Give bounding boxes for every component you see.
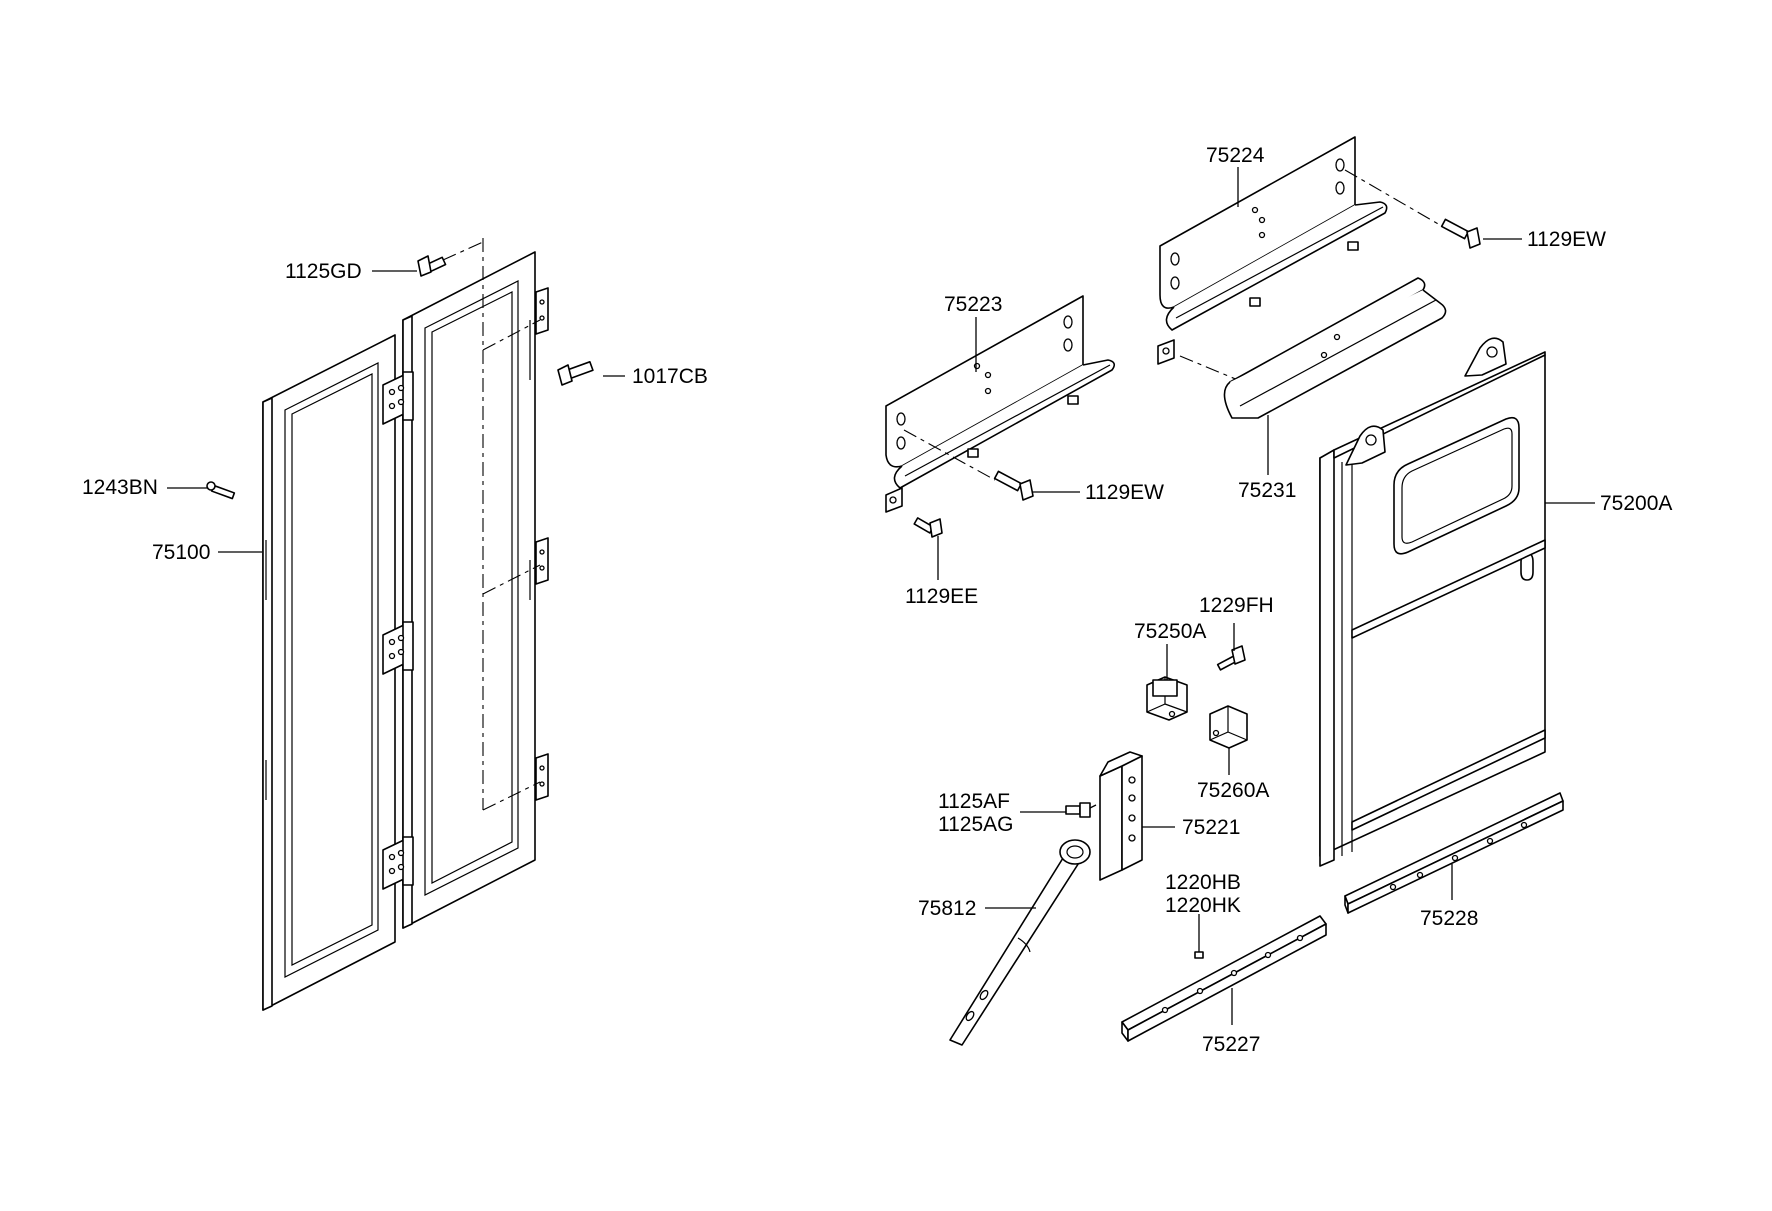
label-1125ag: 1125AG [938, 813, 1014, 836]
pin-1220hb-icon [1194, 942, 1204, 959]
hinge-top [382, 371, 414, 425]
stopper-75250a [1146, 676, 1188, 721]
sliding-door-75200a [1319, 337, 1546, 867]
label-1129ee: 1129EE [905, 585, 978, 608]
label-1125af: 1125AF [938, 790, 1010, 813]
pin-1243bn-icon [206, 481, 236, 500]
rail-75231 [1223, 277, 1447, 419]
label-75221: 75221 [1182, 816, 1240, 839]
door-panel-right [402, 251, 536, 929]
label-75250a: 75250A [1134, 620, 1206, 643]
door-edge-brackets [535, 287, 549, 801]
door-arm-75812 [949, 839, 1091, 1046]
guide-rail-75227 [1121, 915, 1327, 1042]
label-75100: 75100 [152, 541, 210, 564]
label-75223: 75223 [944, 293, 1002, 316]
screw-1129ew-lower-icon [993, 470, 1034, 501]
label-1125gd: 1125GD [285, 260, 362, 283]
hinge-bottom [382, 836, 414, 890]
label-75224: 75224 [1206, 144, 1265, 167]
leader-lines-left [167, 270, 625, 553]
screw-1125gd-icon [417, 255, 447, 277]
leader-lines-right [937, 167, 1595, 1025]
label-75812: 75812 [918, 897, 976, 920]
door-alignment-lines [442, 238, 541, 811]
label-1017cb: 1017CB [632, 365, 708, 388]
label-1229fh: 1229FH [1199, 594, 1274, 617]
screw-1017cb-icon [557, 360, 594, 386]
label-1129ew-lower: 1129EW [1085, 481, 1164, 504]
screw-1129ew-upper-icon [1440, 218, 1481, 249]
label-75228: 75228 [1420, 907, 1478, 930]
label-75260a: 75260A [1197, 779, 1269, 802]
bracket-75221 [1099, 751, 1143, 881]
label-1129ew-upper: 1129EW [1527, 228, 1606, 251]
door-hinges [382, 371, 414, 890]
screw-1229fh-icon [1216, 645, 1246, 671]
label-75227: 75227 [1202, 1033, 1260, 1056]
door-panel-left [262, 334, 396, 1011]
label-1220hk: 1220HK [1165, 894, 1241, 917]
screw-1129ee-icon [913, 517, 943, 538]
label-75231: 75231 [1238, 479, 1296, 502]
rail-bracket-75224 [1157, 136, 1441, 386]
stopper-75260a [1209, 705, 1248, 749]
hinge-middle [382, 621, 414, 675]
label-75200a: 75200A [1600, 492, 1672, 515]
rail-bracket-75223 [885, 295, 1116, 513]
label-1220hb: 1220HB [1165, 871, 1241, 894]
label-1243bn: 1243BN [82, 476, 158, 499]
screw-1125af-icon [1065, 802, 1097, 818]
guide-rail-75228 [1344, 792, 1564, 914]
